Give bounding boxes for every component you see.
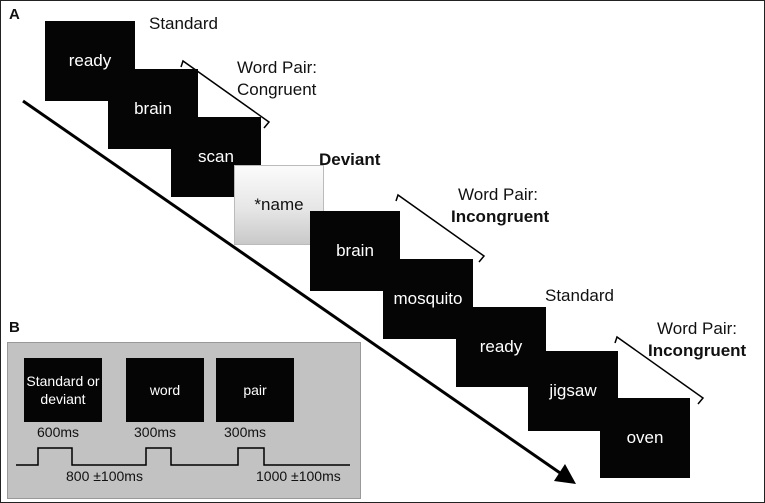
timing-waveform	[16, 447, 350, 466]
bracket-congruent	[180, 59, 271, 129]
caption-standard-2: Standard	[545, 286, 614, 305]
caption-pair3-line1: Word Pair:	[657, 319, 737, 338]
trial-box-standard-or-deviant: Standard or deviant	[24, 358, 102, 422]
duration-pair: 300ms	[224, 424, 267, 440]
duration-word: 300ms	[134, 424, 177, 440]
interval-1: 800 ±100ms	[66, 468, 143, 484]
caption-pair1-line2: Congruent	[237, 80, 317, 99]
trial-box-pair: pair	[216, 358, 294, 422]
panel-b-label: B	[9, 319, 20, 336]
caption-pair1-line1: Word Pair:	[237, 58, 317, 77]
caption-pair2-line1: Word Pair:	[458, 185, 538, 204]
bracket-incongruent-2	[614, 335, 705, 405]
duration-standard: 600ms	[37, 424, 80, 440]
stimulus-box-9: oven	[600, 398, 690, 478]
time-arrow-head	[554, 464, 576, 484]
caption-standard-1: Standard	[149, 14, 218, 33]
panel-b: Standard or deviant word pair 600ms 300m…	[7, 342, 361, 499]
time-arrow	[22, 99, 564, 477]
interval-2: 1000 ±100ms	[256, 468, 341, 484]
caption-pair3-line2: Incongruent	[648, 341, 747, 360]
trial-box-word: word	[126, 358, 204, 422]
bracket-incongruent-1	[395, 193, 486, 263]
caption-deviant: Deviant	[319, 150, 381, 169]
deviant-box: *name	[234, 165, 324, 245]
caption-pair2-line2: Incongruent	[451, 207, 550, 226]
panel-a-label: A	[9, 6, 20, 23]
